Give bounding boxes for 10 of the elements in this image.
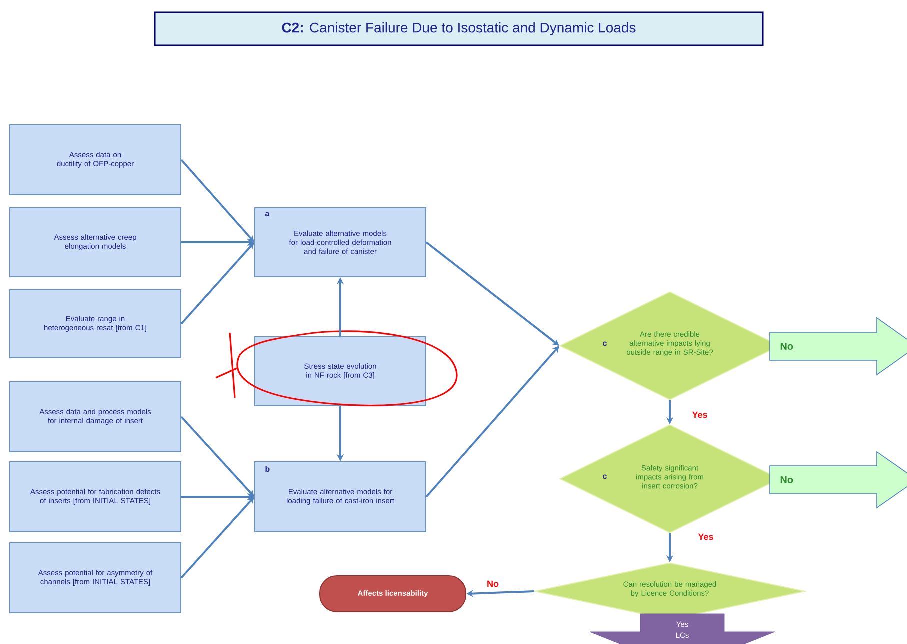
arrow <box>426 346 560 498</box>
edge-label: No <box>486 580 500 588</box>
title-box: C2: Canister Failure Due to Isostatic and Dynamic Loads <box>154 12 764 46</box>
edge-label: Yes <box>691 410 709 420</box>
arrow <box>180 242 254 325</box>
arrow <box>426 242 560 346</box>
edge-label: Yes <box>697 532 715 542</box>
arrow <box>180 159 254 242</box>
arrow <box>180 497 254 579</box>
arrow <box>180 416 254 497</box>
